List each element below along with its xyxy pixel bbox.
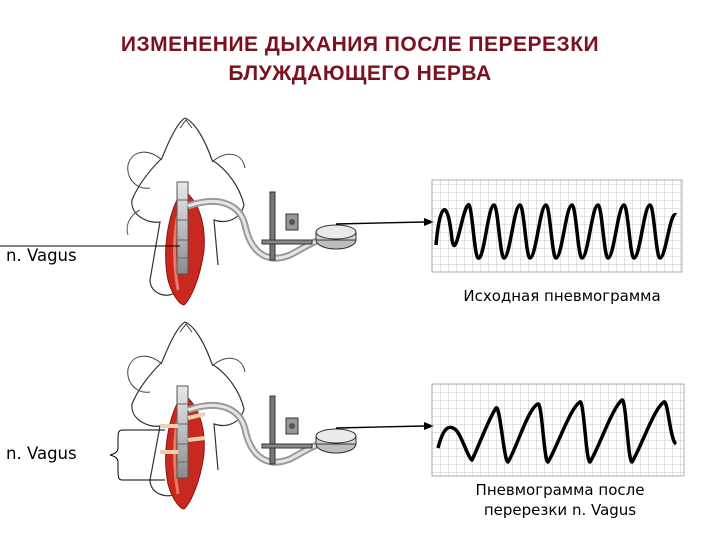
top-pneumogram <box>431 179 683 273</box>
bottom-pneumogram <box>431 383 685 477</box>
top-pneumogram-trace <box>434 203 678 260</box>
bottom-pneumogram-trace <box>436 398 678 464</box>
bottom-caption-line-1: Пневмограмма после <box>475 481 645 499</box>
title-line-1: ИЗМЕНЕНИЕ ДЫХАНИЯ ПОСЛЕ ПЕРЕРЕЗКИ <box>120 33 600 56</box>
top-animal-illustration <box>0 117 434 306</box>
bottom-animal-illustration <box>109 321 434 510</box>
title-line-2: БЛУЖДАЮЩЕГО НЕРВА <box>228 62 492 85</box>
slide-title: ИЗМЕНЕНИЕ ДЫХАНИЯ ПОСЛЕ ПЕРЕРЕЗКИ БЛУЖДА… <box>0 30 720 88</box>
bottom-nerve-label: n. Vagus <box>6 444 77 463</box>
top-pneumogram-caption: Исходная пневмограмма <box>463 287 661 305</box>
top-nerve-label: n. Vagus <box>6 246 77 265</box>
bottom-caption-line-2: перерезки n. Vagus <box>483 501 637 519</box>
bottom-pneumogram-caption: Пневмограмма после перерезки n. Vagus <box>440 480 680 520</box>
